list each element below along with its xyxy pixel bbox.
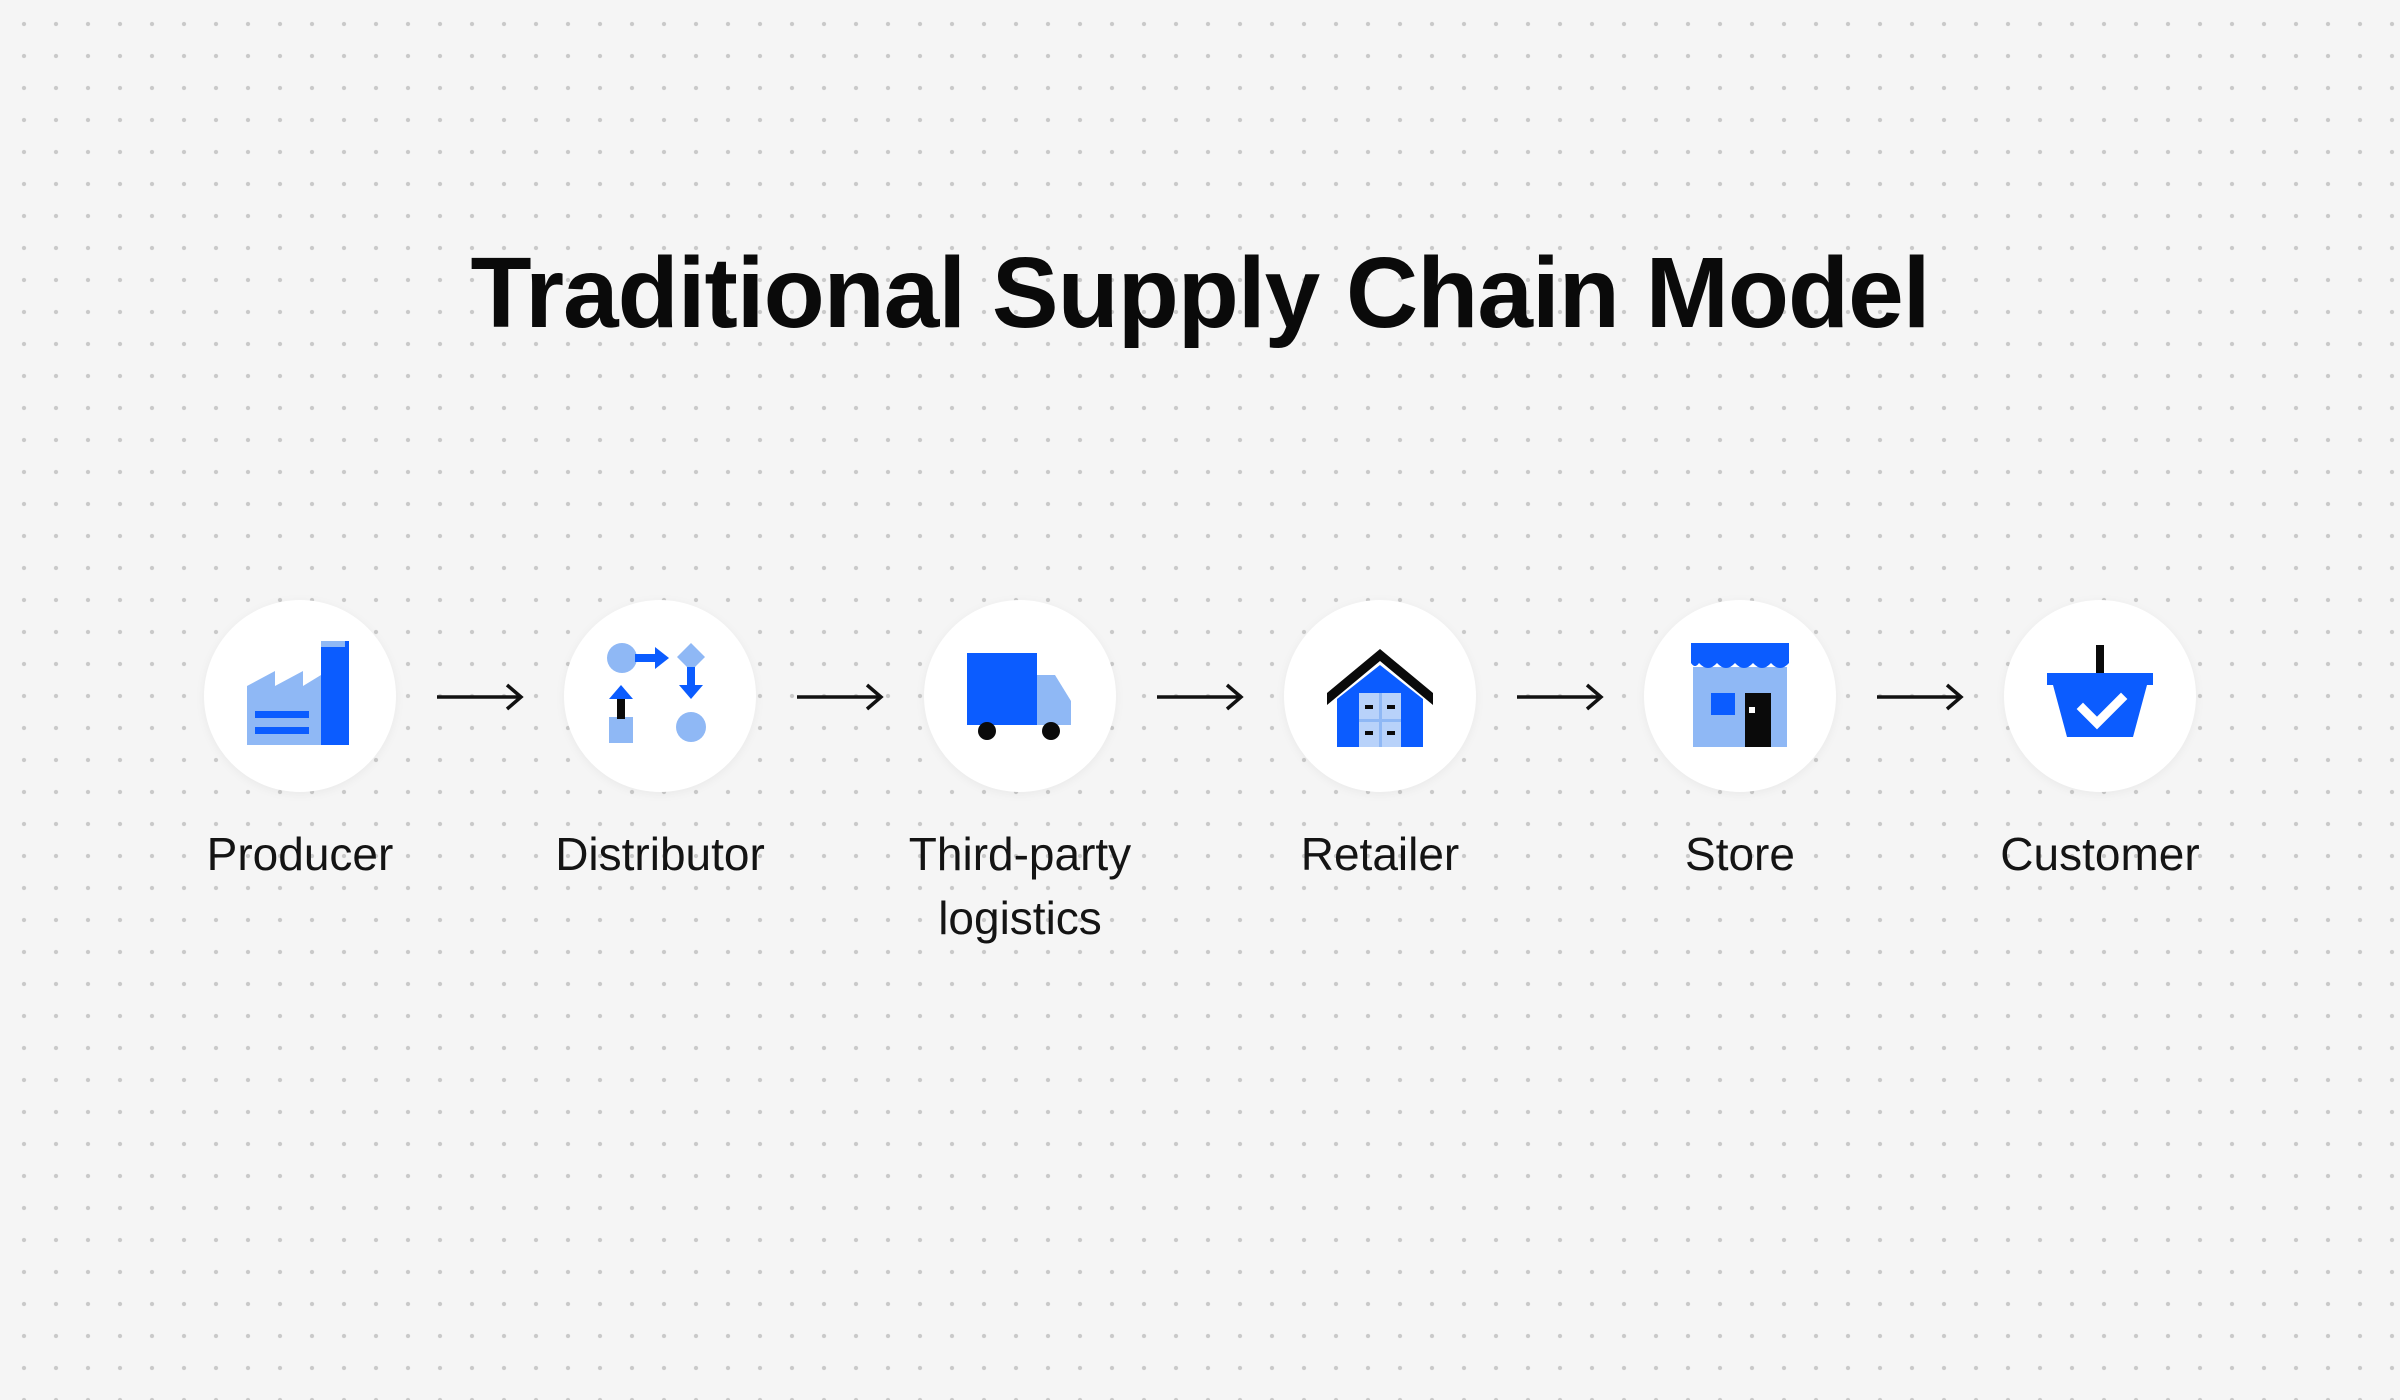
step-distributor: Distributor <box>530 600 790 886</box>
step-label-line: Third-party <box>908 828 1132 880</box>
step-label-line: logistics <box>938 892 1102 944</box>
arrow-right-icon <box>435 672 525 722</box>
step-store: Store <box>1610 600 1870 886</box>
step-label-line: Store <box>1685 828 1795 880</box>
step-circle <box>1284 600 1476 792</box>
step-label-line: Producer <box>206 828 394 880</box>
warehouse-icon <box>1327 649 1433 747</box>
arrow-right-icon <box>1515 672 1605 722</box>
step-label: Customer <box>1970 822 2230 886</box>
step-label-line: Retailer <box>1300 828 1460 880</box>
storefront-icon <box>1691 643 1789 747</box>
step-label: Producer <box>170 822 430 886</box>
step-circle <box>2004 600 2196 792</box>
distribution-icon <box>607 643 706 743</box>
step-label: Retailer <box>1250 822 1510 886</box>
step-label-line: Distributor <box>555 828 765 880</box>
arrow-right-icon <box>1875 672 1965 722</box>
step-label: Distributor <box>530 822 790 886</box>
step-circle <box>924 600 1116 792</box>
step-circle <box>204 600 396 792</box>
step-customer: Customer <box>1970 600 2230 886</box>
factory-icon <box>247 641 349 745</box>
step-third-party-logistics: Third-party logistics <box>890 600 1150 950</box>
page-title: Traditional Supply Chain Model <box>470 237 1931 349</box>
arrow-right-icon <box>1155 672 1245 722</box>
step-label: Third-party logistics <box>890 822 1150 950</box>
shopping-basket-icon <box>2047 645 2153 737</box>
step-producer: Producer <box>170 600 430 886</box>
step-label: Store <box>1610 822 1870 886</box>
step-retailer: Retailer <box>1250 600 1510 886</box>
arrow-right-icon <box>795 672 885 722</box>
step-label-line: Customer <box>2000 828 2200 880</box>
step-circle <box>564 600 756 792</box>
step-circle <box>1644 600 1836 792</box>
truck-icon <box>967 653 1071 740</box>
